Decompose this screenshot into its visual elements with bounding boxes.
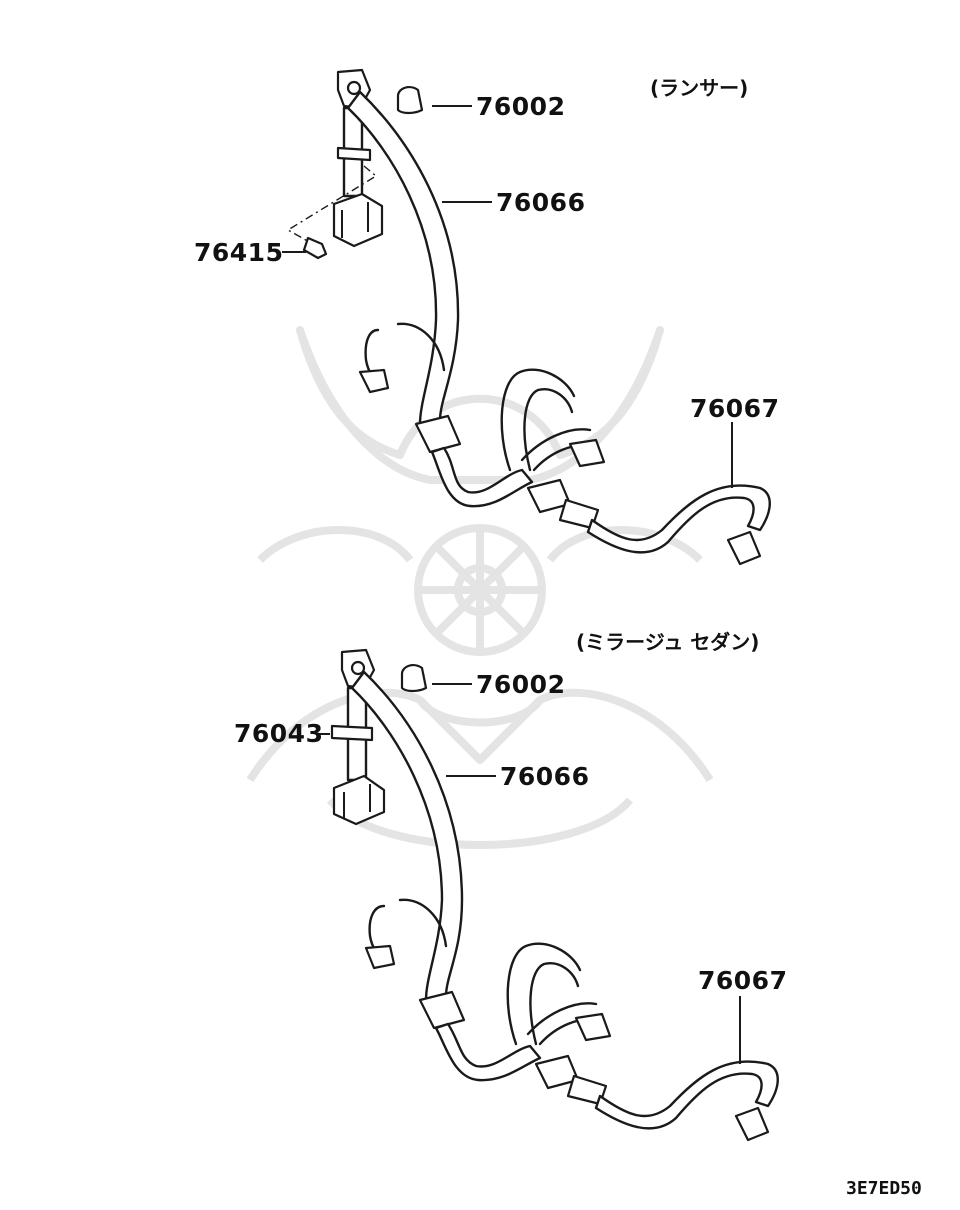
retractor-bolt-76415	[302, 236, 328, 260]
lower-belt-assembly	[318, 648, 779, 1142]
lower-right-anchor	[734, 1106, 770, 1142]
lower-lap-belt	[434, 1022, 542, 1082]
upper-center-anchor	[568, 438, 606, 468]
upper-lap-belt-76067	[586, 484, 771, 554]
upper-retractor	[332, 192, 384, 248]
lower-retractor	[332, 774, 386, 826]
lower-guide-76043	[330, 724, 374, 742]
upper-anchor-bolt	[346, 80, 362, 96]
drawing-code: 3E7ED50	[846, 1178, 922, 1199]
upper-clip-76002	[396, 86, 424, 115]
upper-tongue	[414, 414, 462, 454]
upper-right-anchor	[726, 530, 762, 566]
lower-anchor-bolt	[350, 660, 366, 676]
callout-upper-76067: 76067	[690, 394, 780, 423]
upper-webbing-guide	[336, 146, 372, 162]
callout-lower-76043: 76043	[234, 719, 324, 748]
lower-variant-label: (ミラージュ セダン)	[576, 630, 760, 654]
callout-upper-76002: 76002	[476, 92, 566, 121]
callout-lower-76066: 76066	[500, 762, 590, 791]
callout-upper-76415: 76415	[194, 238, 284, 267]
callout-upper-76066: 76066	[496, 188, 586, 217]
lower-center-anchor	[574, 1012, 612, 1042]
lower-lap-belt-76067	[594, 1060, 779, 1130]
callout-lower-76067: 76067	[698, 966, 788, 995]
lower-clip-76002	[400, 664, 428, 693]
callout-lower-76002: 76002	[476, 670, 566, 699]
upper-lap-belt	[430, 446, 534, 508]
lower-left-anchor	[364, 944, 396, 970]
lower-tongue	[418, 990, 466, 1030]
samurai-helmet-watermark-icon	[246, 326, 714, 849]
upper-variant-label: (ランサー)	[650, 76, 749, 100]
upper-belt-assembly	[282, 68, 771, 566]
upper-left-anchor	[358, 368, 390, 394]
